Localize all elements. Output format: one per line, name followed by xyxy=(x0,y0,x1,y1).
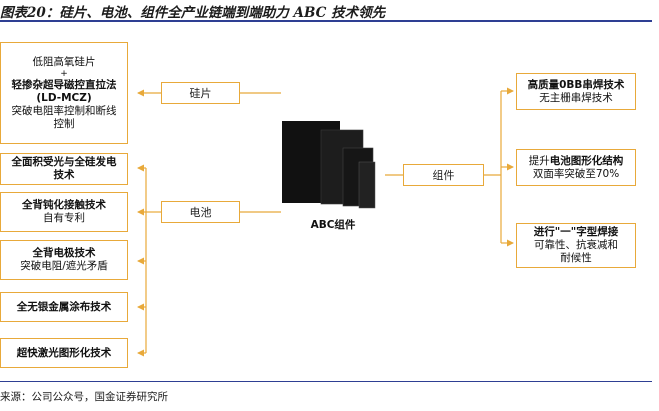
source-note: 来源：公司公众号，国金证券研究所 xyxy=(0,391,168,403)
right-box-3-line-2: 可靠性、抗衰减和 xyxy=(534,239,618,251)
connector-module: 组件 xyxy=(403,164,484,186)
left-box-1-line-5: 突破电阻率控制和断线 xyxy=(11,104,117,117)
left-box-back-electrode-tech: 全背电极技术 突破电阻/遮光矛盾 xyxy=(0,240,128,280)
left-box-full-area-tech: 全面积受光与全硅发电 技术 xyxy=(0,153,128,185)
left-box-laser-tech: 超快激光图形化技术 xyxy=(0,338,128,368)
connector-wafer: 硅片 xyxy=(161,82,240,104)
left-box-1-line-6: 控制 xyxy=(53,117,75,130)
left-box-wafer-tech: 低阻高氧硅片 + 轻掺杂超导磁控直拉法 (LD-MCZ) 突破电阻率控制和断线 … xyxy=(0,42,128,144)
right-box-1-line-2: 无主栅串焊技术 xyxy=(539,91,613,104)
right-box-3-line-1: 进行"一"字型焊接 xyxy=(533,226,619,238)
left-box-4-line-1: 全背电极技术 xyxy=(32,247,96,259)
connector-cell: 电池 xyxy=(161,201,240,223)
left-box-1-line-3: 轻掺杂超导磁控直拉法 xyxy=(11,78,117,91)
right-box-2-line-2: 双面率突破至70% xyxy=(532,167,620,180)
center-caption: ABC组件 xyxy=(310,219,356,231)
right-box-welding-tech: 进行"一"字型焊接 可靠性、抗衰减和 耐候性 xyxy=(516,223,636,268)
left-box-1-line-1: 低阻高氧硅片 xyxy=(32,55,96,68)
left-box-silver-free-tech: 全无银金属涂布技术 xyxy=(0,292,128,322)
figure-title: 图表20：硅片、电池、组件全产业链端到端助力 ABC 技术领先 xyxy=(0,5,386,21)
left-box-4-line-2: 突破电阻/遮光矛盾 xyxy=(20,260,108,272)
right-box-1-line-1: 高质量0BB串焊技术 xyxy=(527,78,625,91)
left-box-1-line-4: (LD-MCZ) xyxy=(36,91,92,104)
left-box-5-line-1: 全无银金属涂布技术 xyxy=(16,300,112,313)
abc-module-image xyxy=(282,121,376,209)
left-box-3-line-2: 自有专利 xyxy=(43,212,85,224)
bottom-rule xyxy=(0,381,652,382)
left-box-2-line-1: 全面积受光与全硅发电 xyxy=(11,156,117,168)
right-box-pattern-tech: 提升电池图形化结构 双面率突破至70% xyxy=(516,149,636,186)
left-box-3-line-1: 全背钝化接触技术 xyxy=(22,199,106,211)
left-box-1-line-2: + xyxy=(60,68,68,79)
right-box-2-line-1: 提升电池图形化结构 xyxy=(528,154,624,167)
left-box-6-line-1: 超快激光图形化技术 xyxy=(16,346,112,359)
right-box-0bb-tech: 高质量0BB串焊技术 无主栅串焊技术 xyxy=(516,73,636,110)
top-rule xyxy=(0,20,652,22)
left-box-passivation-tech: 全背钝化接触技术 自有专利 xyxy=(0,192,128,232)
right-box-3-line-3: 耐候性 xyxy=(560,252,592,264)
left-box-2-line-2: 技术 xyxy=(53,169,75,181)
